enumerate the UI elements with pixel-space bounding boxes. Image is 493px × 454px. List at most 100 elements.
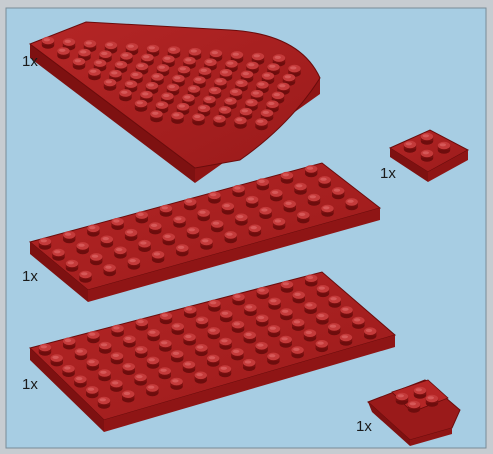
- plate-stud: [293, 291, 305, 303]
- qty-label-plate-4x12: 1x: [22, 268, 38, 285]
- plate-stud: [138, 240, 150, 252]
- plate-stud: [259, 207, 271, 219]
- plate-stud: [125, 229, 137, 241]
- plate-stud: [183, 333, 195, 345]
- plate-stud: [196, 317, 208, 329]
- plate-stud: [208, 327, 220, 339]
- plate-stud: [171, 112, 183, 124]
- plate-stud: [273, 218, 285, 230]
- plate-stud: [270, 189, 282, 201]
- plate-stud: [292, 319, 304, 331]
- plate-stud: [291, 346, 303, 358]
- plate-stud: [232, 185, 244, 197]
- plate-stud: [234, 117, 246, 129]
- plate-stud: [160, 312, 172, 324]
- plate-stud: [149, 222, 161, 234]
- plate-stud: [305, 165, 317, 177]
- plate-stud: [183, 361, 195, 373]
- plate-stud: [200, 238, 212, 250]
- plate-stud: [198, 209, 210, 221]
- plate-stud: [352, 317, 364, 329]
- plate-stud: [184, 198, 196, 210]
- plate-stud: [160, 205, 172, 217]
- plate-stud: [195, 372, 207, 384]
- plate-stud: [86, 386, 98, 398]
- plate-stud: [340, 306, 352, 318]
- plate-stud: [75, 348, 87, 360]
- plate-stud: [346, 198, 358, 210]
- plate-stud: [438, 142, 450, 154]
- plate-stud: [77, 242, 89, 254]
- plate-stud: [66, 260, 78, 272]
- plate-stud: [176, 244, 188, 256]
- qty-label-plate-2x2: 1x: [380, 165, 396, 182]
- plate-stud: [222, 203, 234, 215]
- plate-stud: [280, 336, 292, 348]
- plate-stud: [321, 205, 333, 217]
- plate-stud: [231, 348, 243, 360]
- plate-stud: [147, 329, 159, 341]
- plate-stud: [136, 319, 148, 331]
- plate-stud: [280, 308, 292, 320]
- plate-stud: [268, 325, 280, 337]
- plate-stud: [268, 298, 280, 310]
- plate-stud: [128, 258, 140, 270]
- plate-stud: [172, 323, 184, 335]
- plate-stud: [316, 340, 328, 352]
- plate-stud: [281, 172, 293, 184]
- plate-stud: [90, 253, 102, 265]
- plate-stud: [305, 274, 317, 286]
- plate-stud: [170, 378, 182, 390]
- plate-stud: [150, 110, 162, 122]
- plate-stud: [308, 194, 320, 206]
- plate-stud: [249, 225, 261, 237]
- plate-stud: [123, 363, 135, 375]
- plate-stud: [111, 218, 123, 230]
- plate-stud: [98, 397, 110, 409]
- plate-stud: [257, 287, 269, 299]
- plate-stud: [163, 233, 175, 245]
- plate-stud: [73, 58, 85, 70]
- plate-stud: [220, 310, 232, 322]
- plate-stud: [79, 271, 91, 283]
- plate-stud: [243, 359, 255, 371]
- plate-stud: [267, 353, 279, 365]
- plate-stud: [135, 100, 147, 112]
- plate-stud: [244, 304, 256, 316]
- plate-stud: [87, 359, 99, 371]
- plate-stud: [114, 247, 126, 259]
- plate-stud: [281, 281, 293, 293]
- plate-stud: [88, 68, 100, 80]
- plate-stud: [42, 37, 54, 49]
- plate-stud: [211, 220, 223, 232]
- plate-stud: [219, 338, 231, 350]
- plate-stud: [195, 344, 207, 356]
- plate-stud: [304, 302, 316, 314]
- plate-stud: [187, 227, 199, 239]
- plate-stud: [135, 346, 147, 358]
- plate-stud: [147, 357, 159, 369]
- plate-stud: [284, 200, 296, 212]
- plate-stud: [421, 150, 433, 162]
- plate-stud: [208, 192, 220, 204]
- plate-stud: [319, 176, 331, 188]
- plate-stud: [184, 306, 196, 318]
- plate-stud: [364, 327, 376, 339]
- plate-stud: [136, 211, 148, 223]
- plate-stud: [57, 47, 69, 59]
- plate-stud: [246, 196, 258, 208]
- plate-stud: [63, 337, 75, 349]
- plate-stud: [39, 344, 51, 356]
- plate-stud: [99, 342, 111, 354]
- plate-stud: [294, 183, 306, 195]
- plate-stud: [317, 285, 329, 297]
- plate-stud: [101, 236, 113, 248]
- plate-stud: [219, 365, 231, 377]
- plate-stud: [255, 118, 267, 130]
- plate-stud: [52, 249, 64, 261]
- plate-stud: [232, 293, 244, 305]
- plate-stud: [328, 323, 340, 335]
- plate-stud: [134, 374, 146, 386]
